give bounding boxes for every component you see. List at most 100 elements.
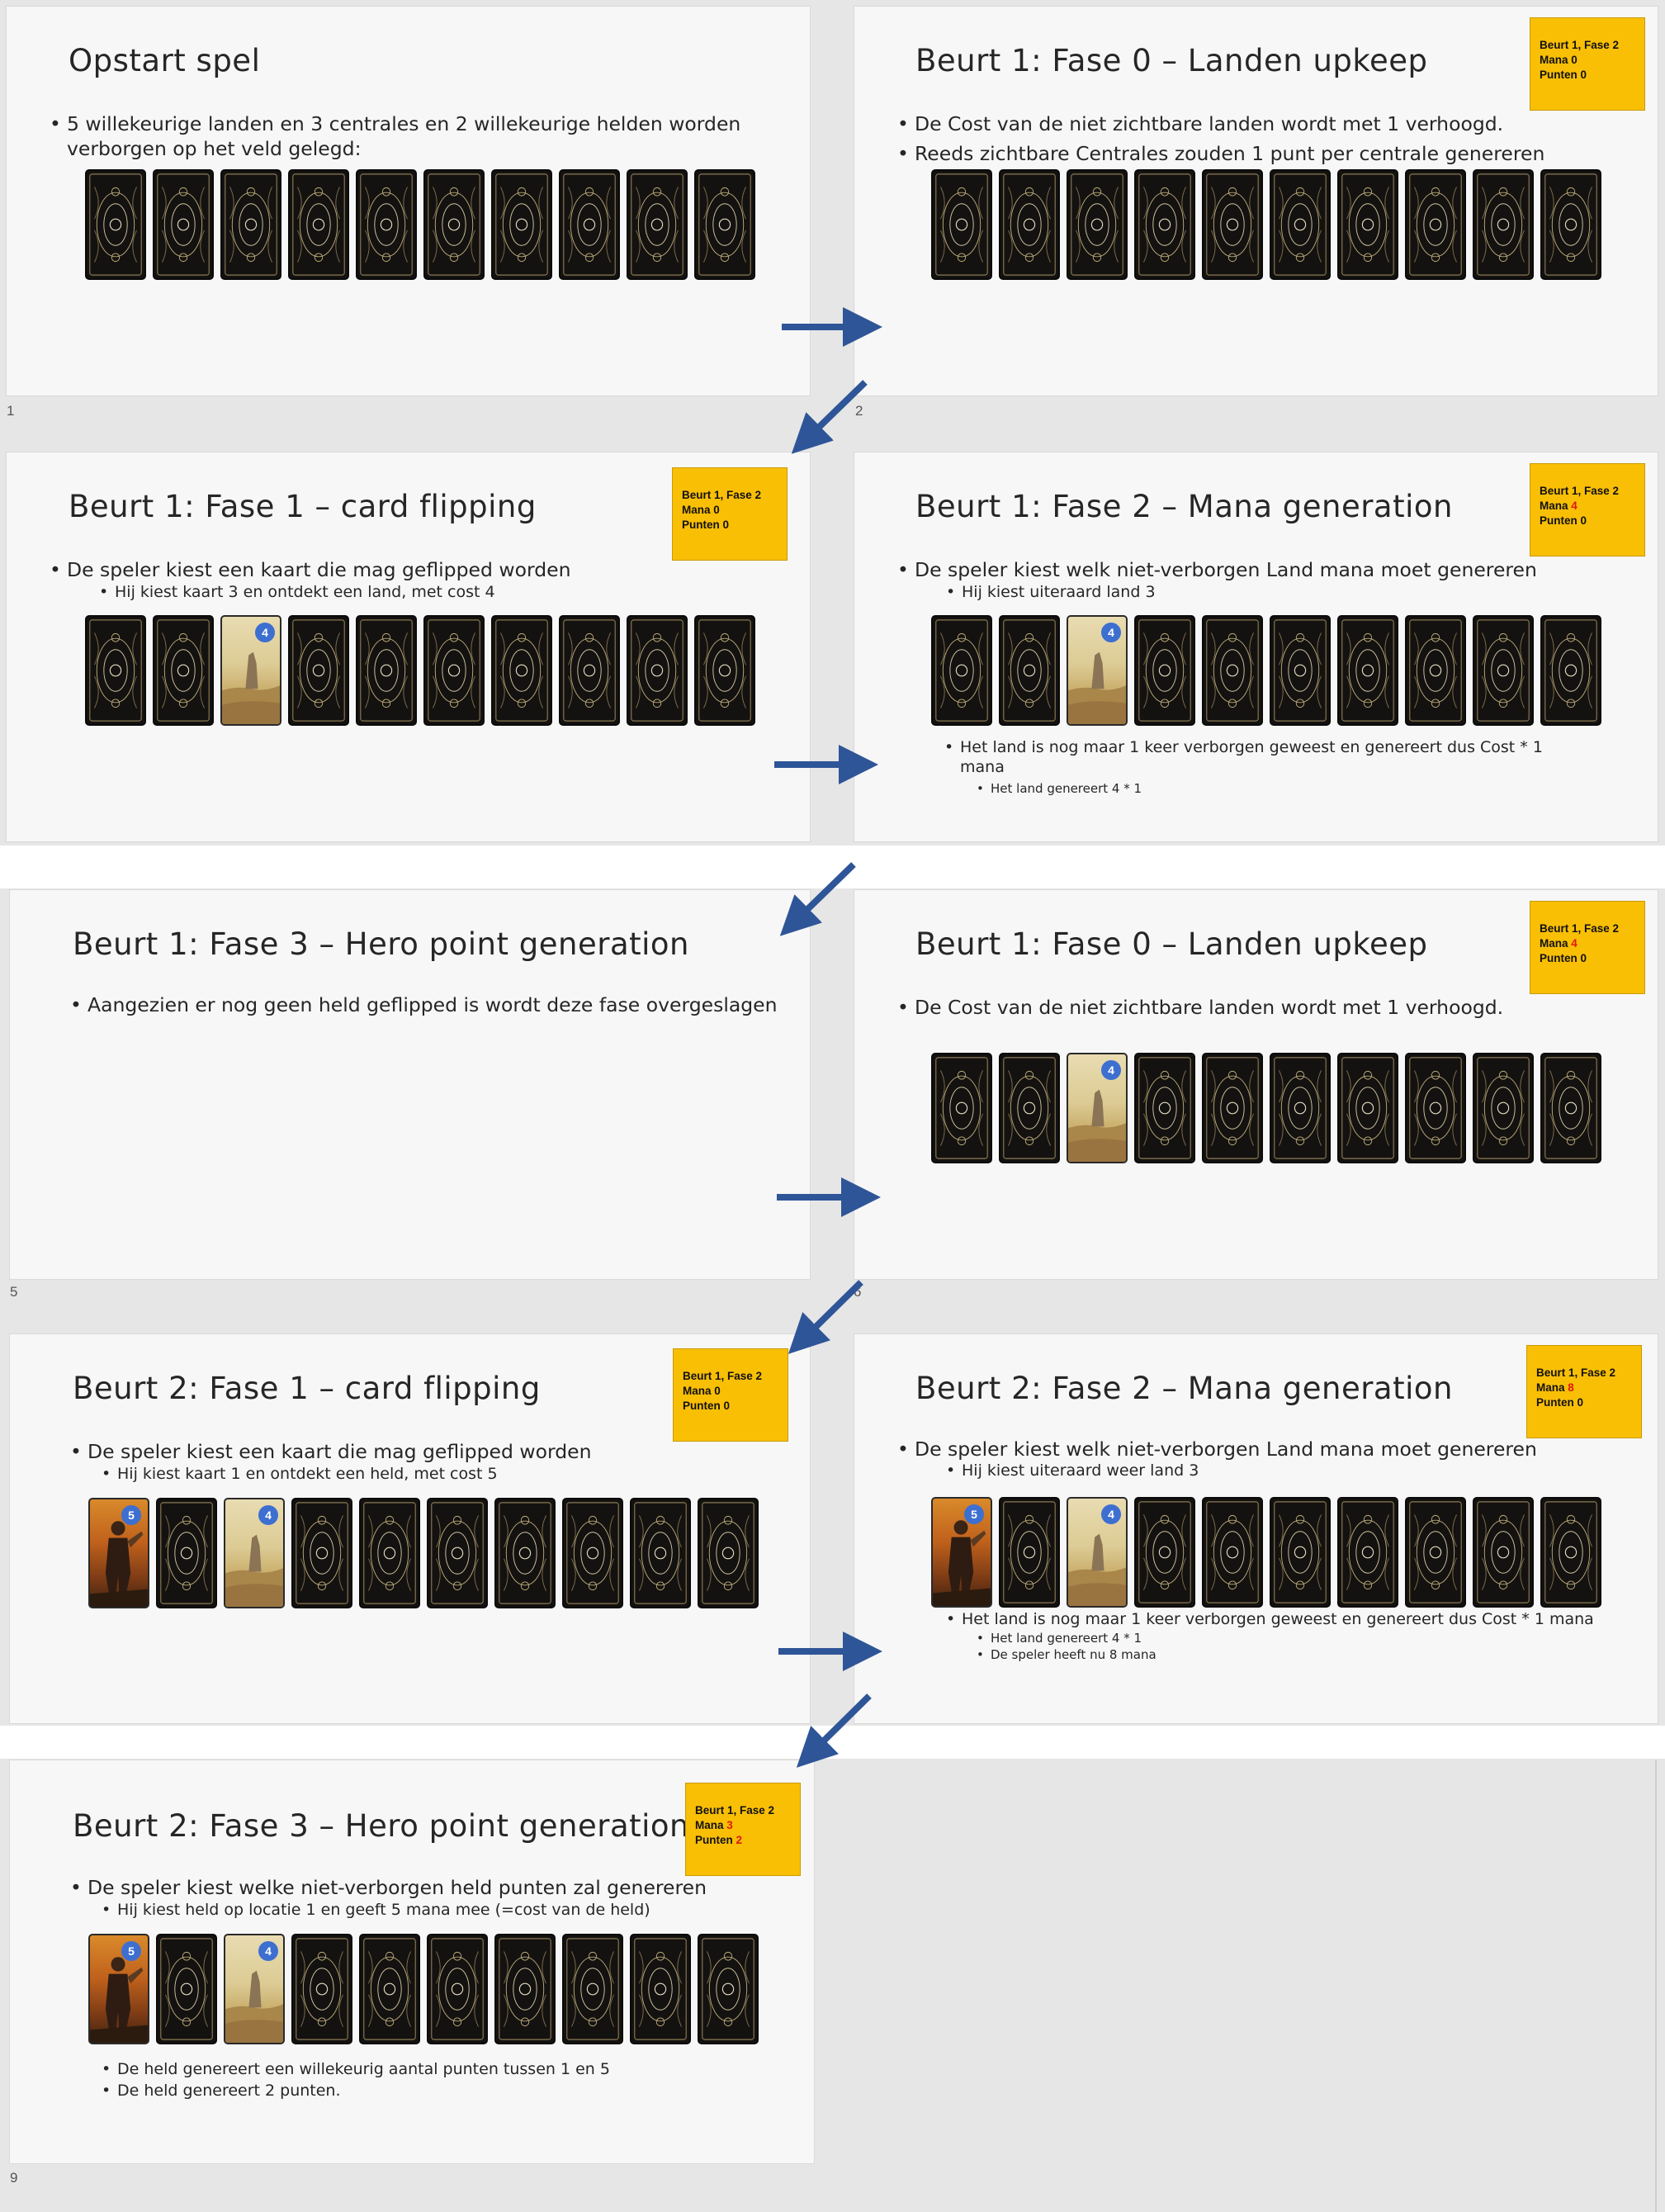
card-back[interactable] [1405,169,1466,280]
card-back[interactable] [220,169,281,280]
hero-card[interactable]: 5 [88,1934,149,2044]
card-back[interactable] [291,1498,352,1608]
card-back[interactable] [1405,1053,1466,1163]
slide-5[interactable]: Beurt 1: Fase 3 – Hero point generation … [9,889,811,1280]
slide-1[interactable]: Opstart spel 5 willekeurige landen en 3 … [6,6,811,396]
slide-6[interactable]: Beurt 1: Fase 0 – Landen upkeep Beurt 1,… [854,889,1658,1280]
card-back[interactable] [1202,615,1263,726]
card-back[interactable] [1473,615,1534,726]
card-back[interactable] [931,615,992,726]
slide-4[interactable]: Beurt 1: Fase 2 – Mana generation Beurt … [854,452,1658,842]
card-back[interactable] [1134,169,1195,280]
card-back[interactable] [1270,615,1331,726]
card-back[interactable] [931,169,992,280]
status-box: Beurt 1, Fase 2 Mana 4 Punten 0 [1530,463,1645,557]
status-turn: Beurt 1, Fase 2 [1540,485,1620,497]
card-back[interactable] [1473,1053,1534,1163]
slide-8[interactable]: Beurt 2: Fase 2 – Mana generation Beurt … [854,1333,1658,1724]
card-back[interactable] [627,169,688,280]
card-back[interactable] [694,169,755,280]
card-back[interactable] [1337,615,1398,726]
card-back[interactable] [999,615,1060,726]
land-card[interactable]: 4 [1067,1497,1128,1608]
card-back[interactable] [1202,1497,1263,1608]
card-back[interactable] [1405,1497,1466,1608]
card-back[interactable] [1202,169,1263,280]
card-back[interactable] [999,1497,1060,1608]
card-back[interactable] [153,615,214,726]
card-back[interactable] [999,1053,1060,1163]
land-card[interactable]: 4 [224,1934,285,2044]
card-back[interactable] [291,1934,352,2044]
card-back[interactable] [698,1498,759,1608]
card-back[interactable] [1405,615,1466,726]
card-back[interactable] [1540,169,1601,280]
card-back[interactable] [288,615,349,726]
land-card[interactable]: 4 [224,1498,285,1608]
card-back[interactable] [1134,1053,1195,1163]
card-back[interactable] [931,1053,992,1163]
hero-card[interactable]: 5 [88,1498,149,1608]
card-back[interactable] [1270,1053,1331,1163]
card-back[interactable] [85,169,146,280]
card-back[interactable] [427,1934,488,2044]
card-back[interactable] [698,1934,759,2044]
card-back[interactable] [1540,1497,1601,1608]
card-back[interactable] [627,615,688,726]
card-back[interactable] [1540,1053,1601,1163]
card-back[interactable] [1134,615,1195,726]
slide-title: Beurt 1: Fase 3 – Hero point generation [73,926,689,962]
arrow-down-left-icon [788,1280,863,1354]
card-back[interactable] [1337,1053,1398,1163]
card-row: 4 [85,615,755,726]
card-back[interactable] [1337,1497,1398,1608]
slide-9[interactable]: Beurt 2: Fase 3 – Hero point generation … [9,1760,815,2164]
card-back[interactable] [1270,1497,1331,1608]
hero-card[interactable]: 5 [931,1497,992,1608]
sub-sub-bullet: Het land genereert 4 * 1 [977,1630,1142,1646]
card-back[interactable] [1473,169,1534,280]
card-back[interactable] [1202,1053,1263,1163]
sub-bullet: Hij kiest kaart 1 en ontdekt een held, m… [102,1464,498,1484]
cost-badge: 5 [964,1504,984,1524]
card-back[interactable] [1540,615,1601,726]
card-row [931,169,1601,280]
slide-7[interactable]: Beurt 2: Fase 1 – card flipping Beurt 1,… [9,1333,811,1724]
land-card[interactable]: 4 [220,615,281,726]
land-card[interactable]: 4 [1067,615,1128,726]
card-back[interactable] [156,1934,217,2044]
card-back[interactable] [1337,169,1398,280]
card-back[interactable] [1067,169,1128,280]
card-back[interactable] [423,169,485,280]
card-back[interactable] [562,1498,623,1608]
card-back[interactable] [494,1934,556,2044]
card-back[interactable] [423,615,485,726]
card-back[interactable] [491,615,552,726]
card-back[interactable] [559,169,620,280]
card-back[interactable] [1270,169,1331,280]
slide-3[interactable]: Beurt 1: Fase 1 – card flipping Beurt 1,… [6,452,811,842]
card-back[interactable] [630,1498,691,1608]
card-back[interactable] [491,169,552,280]
card-back[interactable] [156,1498,217,1608]
card-back[interactable] [999,169,1060,280]
card-back[interactable] [494,1498,556,1608]
card-back[interactable] [85,615,146,726]
card-back[interactable] [356,169,417,280]
card-back[interactable] [1134,1497,1195,1608]
status-mana: Mana 0 [683,1385,721,1397]
card-back[interactable] [427,1498,488,1608]
card-back[interactable] [356,615,417,726]
card-back[interactable] [630,1934,691,2044]
card-back[interactable] [359,1498,420,1608]
land-card[interactable]: 4 [1067,1053,1128,1163]
card-back[interactable] [288,169,349,280]
bullet: De Cost van de niet zichtbare landen wor… [897,111,1658,136]
card-back[interactable] [562,1934,623,2044]
card-back[interactable] [694,615,755,726]
slide-2[interactable]: Beurt 1: Fase 0 – Landen upkeep Beurt 1,… [854,6,1658,396]
card-back[interactable] [153,169,214,280]
card-back[interactable] [359,1934,420,2044]
card-back[interactable] [1473,1497,1534,1608]
card-back[interactable] [559,615,620,726]
